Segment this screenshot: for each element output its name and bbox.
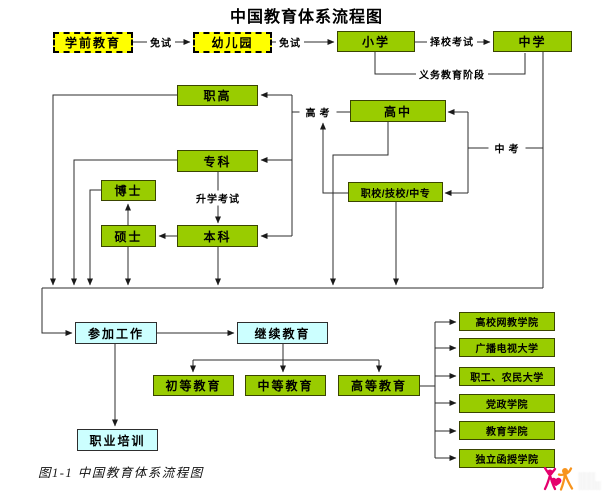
node-senior-high: 高中 [350, 100, 446, 122]
watermark-line-1: ░░░ [578, 472, 596, 481]
node-middle-school: 中学 [493, 31, 572, 52]
node-secondary-continuing: 中等教育 [245, 375, 326, 396]
label-gaokao: 高考 [299, 104, 337, 120]
node-kindergarten: 幼儿园 [193, 32, 272, 53]
label-exempt-1: 免试 [147, 34, 175, 50]
node-job-training: 职业培训 [77, 429, 158, 451]
node-bachelor: 本科 [177, 225, 258, 247]
label-school-choice-exam: 择校考试 [427, 33, 477, 49]
watermark-line-2: ░░░░ [578, 481, 601, 490]
node-vocational-secondary: 职校/技校/中专 [348, 182, 443, 202]
node-master: 硕士 [101, 225, 156, 247]
node-college-workers: 职工、农民大学 [459, 367, 555, 386]
label-compulsory-stage: 义务教育阶段 [416, 66, 488, 82]
edges-bottom [41, 288, 457, 461]
node-junior-college: 专科 [177, 150, 258, 172]
node-vocational-high: 职高 [177, 85, 258, 106]
node-start-work: 参加工作 [75, 322, 157, 344]
logo-figures-icon [543, 467, 574, 491]
node-college-correspondence: 独立函授学院 [459, 449, 555, 468]
node-college-online: 高校网教学院 [459, 312, 555, 331]
figure-caption: 图1-1 中国教育体系流程图 [38, 466, 204, 480]
node-primary-school: 小学 [337, 31, 415, 52]
page-title: 中国教育体系流程图 [229, 9, 383, 26]
node-college-education: 教育学院 [459, 421, 555, 440]
node-continuing-education: 继续教育 [237, 322, 328, 344]
node-doctor: 博士 [101, 180, 156, 201]
label-exempt-2: 免试 [276, 34, 304, 50]
label-zhongkao: 中考 [488, 140, 526, 156]
label-advancement-exam: 升学考试 [193, 190, 243, 206]
node-preschool: 学前教育 [53, 32, 133, 53]
watermark-text: ░░░ ░░░░ [578, 472, 601, 490]
node-primary-continuing: 初等教育 [153, 375, 234, 396]
watermark-logo: ░░░ ░░░░ [542, 467, 601, 497]
edges-to-collector [42, 94, 543, 289]
node-college-tv: 广播电视大学 [459, 338, 555, 357]
node-college-party: 党政学院 [459, 394, 555, 413]
node-higher-continuing: 高等教育 [338, 375, 420, 396]
